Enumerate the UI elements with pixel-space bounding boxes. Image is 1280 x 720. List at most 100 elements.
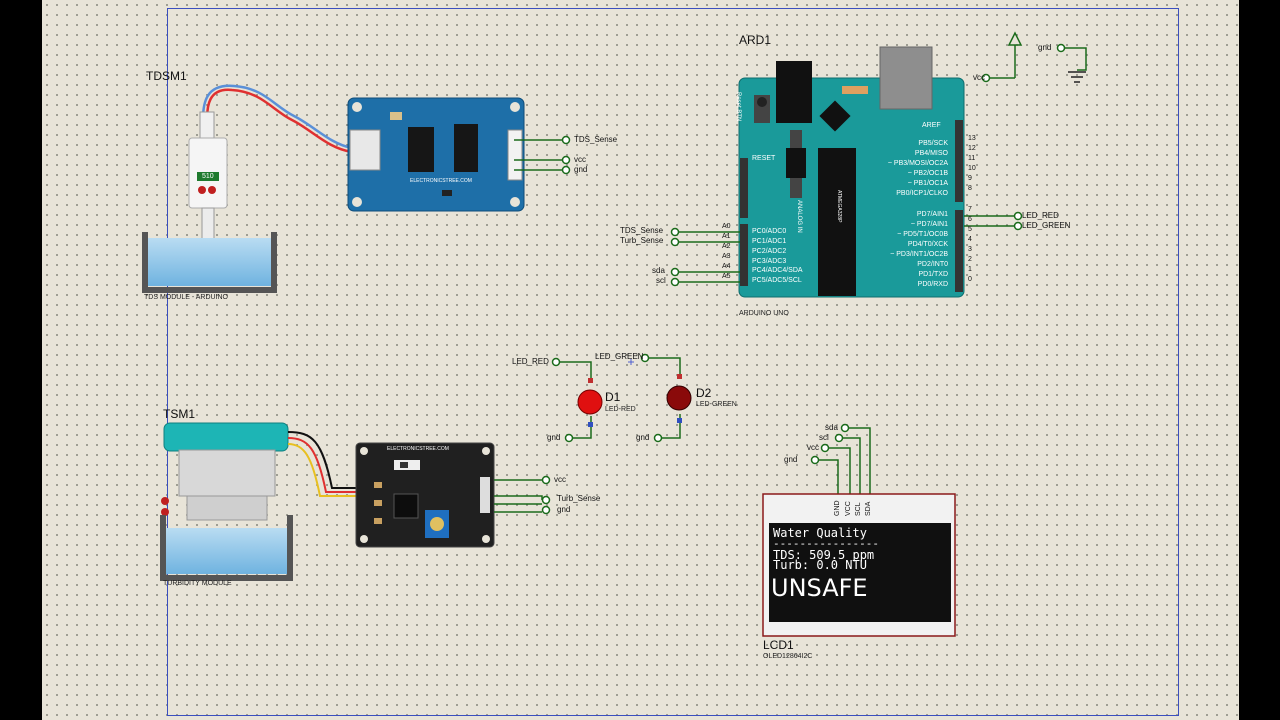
oled-line-divider: ----------------: [773, 537, 879, 550]
oled-line-tds: TDS: 509.5 ppm: [773, 548, 875, 562]
digital-pin-num: 7: [968, 206, 972, 213]
net-label-sda[interactable]: sda: [652, 266, 665, 275]
digital-pin-name: PB5/SCK: [918, 140, 948, 147]
net-label-vcc[interactable]: vcc: [554, 475, 566, 484]
arduino-subtitle: ARDUINO UNO: [739, 310, 789, 317]
led-d1-graphic[interactable]: [559, 361, 603, 439]
analog-pin-name: PC4/ADC4/SDA: [752, 267, 803, 274]
analog-pin-num: A3: [722, 253, 731, 260]
digital-pin-name: ~ PD3/INT1/OC2B: [890, 251, 948, 258]
analog-pin-name: PC2/ADC2: [752, 248, 787, 255]
digital-pin-name: PD4/T0/XCK: [907, 241, 948, 248]
arduino-aref-label: AREF: [922, 122, 941, 129]
turbidity-module-ref: TSM1: [163, 407, 196, 421]
tds-board-brand: ELECTRONICSTREE.COM: [410, 178, 472, 184]
analog-pin-name: PC0/ADC0: [752, 228, 787, 235]
digital-pin-num: 6: [968, 216, 972, 223]
net-label-gnd[interactable]: gnd: [547, 433, 561, 442]
net-label-led-green[interactable]: LED_GREEN: [595, 352, 644, 361]
net-label-vcc[interactable]: vcc: [807, 443, 819, 452]
digital-pin-name: PD7/AIN1: [916, 211, 948, 218]
digital-pin-num: 1: [968, 266, 972, 273]
led-d1-value: LED-RED: [605, 406, 636, 413]
digital-pin-name: ~ PD7/AIN1: [910, 221, 948, 228]
led-d2-ref: D2: [696, 386, 712, 400]
oled-line-title: Water Quality: [773, 526, 867, 540]
analog-pin-num: A2: [722, 243, 731, 250]
oled-pin: SCL: [855, 502, 862, 516]
digital-pin-num: 2: [968, 256, 972, 263]
oled-status: UNSAFE: [771, 574, 868, 602]
digital-pin-name: PB4/MISO: [914, 150, 948, 157]
led-d2-value: LED-GREEN: [696, 401, 737, 408]
sheet-border: [167, 8, 1179, 716]
digital-pin-num: 13: [968, 135, 976, 142]
net-label-tds-sense[interactable]: TDS_Sense: [574, 135, 618, 144]
net-label-gnd[interactable]: gnd: [1038, 43, 1052, 52]
turbidity-beaker: [160, 515, 293, 581]
led-d1-ref: D1: [605, 390, 621, 404]
digital-pin-num: 3: [968, 246, 972, 253]
digital-pin-name: PD2/INT0: [917, 261, 948, 268]
digital-pin-name: PD0/RXD: [917, 281, 948, 288]
oled-pin: SDA: [865, 501, 872, 516]
oled-pin: GND: [834, 500, 841, 516]
tds-module-ref: TDSM1: [146, 69, 187, 83]
arduino-analog-in-label: ANALOG IN: [796, 200, 802, 233]
net-label-tds-sense[interactable]: TDS_Sense: [620, 226, 664, 235]
net-label-sda[interactable]: sda: [825, 423, 838, 432]
oled-value: OLED12864I2C: [763, 653, 813, 660]
net-terminals: [541, 43, 1066, 515]
tds-beaker: [142, 232, 277, 293]
analog-pin-name: PC5/ADC5/SCL: [752, 277, 802, 284]
vcc-power-symbol: [990, 31, 1023, 79]
oled-ref: LCD1: [763, 638, 794, 652]
oled-module[interactable]: [762, 493, 956, 637]
digital-pin-name: PB0/ICP1/CLKO: [896, 190, 948, 197]
digital-pin-name: ~ PB1/OC1A: [907, 180, 948, 187]
net-label-turb-sense[interactable]: Turb_Sense: [620, 236, 664, 245]
arduino-board[interactable]: [738, 46, 965, 298]
arduino-reset-label: RESET: [752, 155, 776, 162]
net-label-gnd[interactable]: gnd: [557, 505, 571, 514]
digital-pin-num: 8: [968, 185, 972, 192]
oled-line-turbidity: Turb: 0.0 NTU: [773, 558, 867, 572]
turbidity-module-subtitle: TURBIDITY MODULE: [163, 580, 232, 587]
tds-module-subtitle: TDS MODULE - ARDUINO: [144, 294, 229, 301]
net-label-gnd[interactable]: gnd: [784, 455, 798, 464]
digital-pin-num: 0: [968, 276, 972, 283]
digital-pin-name: ~ PB2/OC1B: [907, 170, 948, 177]
digital-pin-num: 5: [968, 226, 972, 233]
analog-pin-num: A0: [722, 223, 731, 230]
tds-module-board[interactable]: [347, 97, 525, 212]
turbidity-module-board[interactable]: [355, 442, 495, 548]
digital-pin-num: 10: [968, 165, 976, 172]
arduino-reset-btn-label: Reset BTN: [735, 92, 741, 122]
tds-probe[interactable]: [188, 84, 353, 259]
net-label-gnd[interactable]: gnd: [574, 165, 588, 174]
arduino-ref: ARD1: [739, 33, 772, 47]
tds-probe-reading: 510: [202, 173, 214, 180]
net-label-led-red[interactable]: LED_RED: [1022, 211, 1059, 220]
turbidity-sensor[interactable]: [161, 422, 357, 521]
schematic-canvas[interactable]: TDSM1 TDS MODULE - ARDUINO 510 ELECTRONI…: [42, 0, 1239, 720]
net-label-vcc[interactable]: vcc: [973, 73, 985, 82]
oled-pin: VCC: [845, 501, 852, 516]
net-label-vcc[interactable]: vcc: [574, 155, 586, 164]
digital-pin-name: ~ PB3/MOSI/OC2A: [887, 160, 948, 167]
digital-pin-num: 11: [968, 155, 976, 162]
net-label-led-green[interactable]: LED_GREEN: [1022, 221, 1071, 230]
digital-pin-num: 12: [968, 145, 976, 152]
net-label-gnd[interactable]: gnd: [636, 433, 650, 442]
digital-pin-name: PD1/TXD: [918, 271, 948, 278]
net-label-scl[interactable]: scl: [656, 276, 666, 285]
led-d2-graphic[interactable]: [628, 357, 692, 439]
analog-pin-name: PC3/ADC3: [752, 258, 787, 265]
net-label-led-red[interactable]: LED_RED: [512, 357, 549, 366]
turbidity-board-brand: ELECTRONICSTREE.COM: [387, 446, 449, 452]
net-label-scl[interactable]: scl: [819, 433, 829, 442]
wires: [494, 139, 1014, 513]
analog-pin-num: A4: [722, 263, 731, 270]
net-label-turb-sense[interactable]: Turb_Sense: [557, 494, 601, 503]
ground-symbol: [1064, 47, 1087, 83]
